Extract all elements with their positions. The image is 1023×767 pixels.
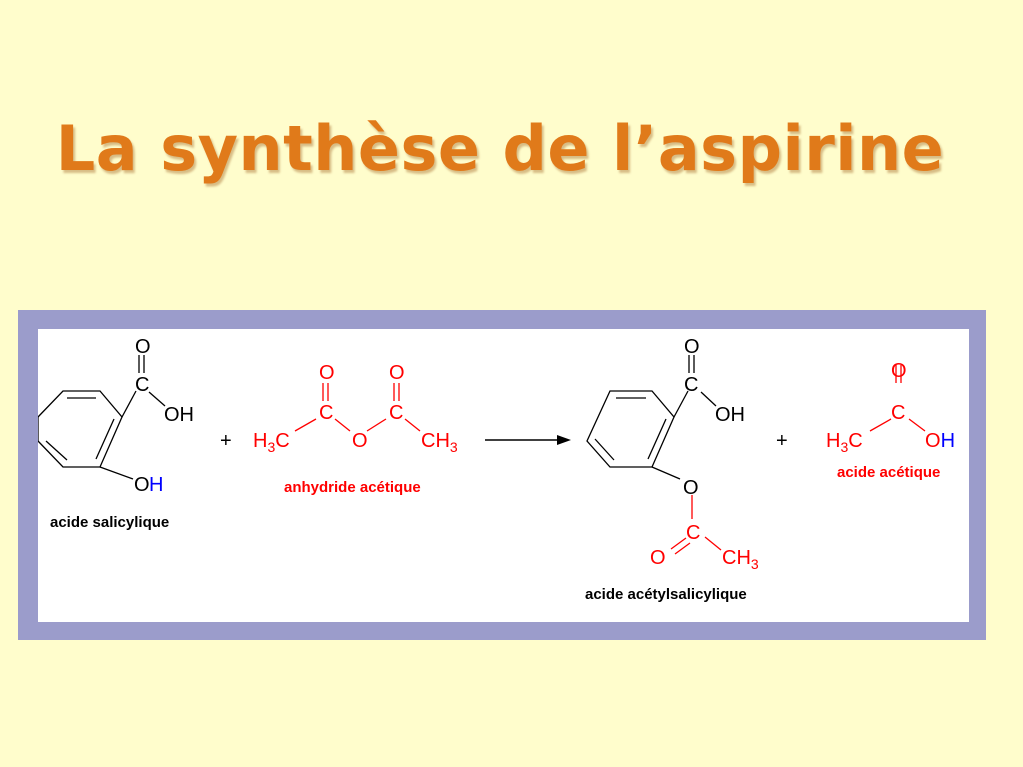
- salicylic-labels: O C OH O H acide salicylique: [50, 336, 194, 531]
- acetic-c: C: [891, 402, 905, 424]
- anhydride-o2: O: [389, 362, 405, 384]
- acetic-anhydride: [294, 383, 421, 432]
- anhydride-h3c-3: 3: [267, 439, 275, 455]
- acetic-h3c-h: H: [826, 430, 840, 452]
- acetic-h3c: H3C: [826, 430, 863, 455]
- aspirin-labels: O C OH O C O CH3 acide acétylsalicylique: [585, 336, 759, 603]
- salicylic-c: C: [135, 374, 149, 396]
- anhydride-c2: C: [389, 402, 403, 424]
- aspirin-ch3: CH3: [722, 547, 759, 572]
- salicylic-acid: [38, 355, 166, 480]
- acetylsalicylic-acid: [586, 355, 717, 480]
- reaction-panel: O C OH O H acide salicylique + H3C O C O…: [38, 329, 969, 622]
- acetic-acid: [869, 365, 926, 432]
- acetic-h3c-c: C: [848, 430, 862, 452]
- acetyl-bonds: [670, 495, 722, 555]
- anhydride-o-bridge: O: [352, 430, 368, 452]
- anhydride-o1: O: [319, 362, 335, 384]
- anhydride-ch3: CH3: [421, 430, 458, 455]
- salicylic-name: acide salicylique: [50, 514, 169, 531]
- acetic-name: acide acétique: [837, 464, 940, 481]
- anhydride-ch3-c: CH: [421, 430, 450, 452]
- anhydride-c1: C: [319, 402, 333, 424]
- acetic-h3c-3: 3: [840, 439, 848, 455]
- aspirin-acetyl-c: C: [686, 522, 700, 544]
- aspirin-ch3-c: CH: [722, 547, 751, 569]
- salicylic-oh-acid: OH: [164, 404, 194, 426]
- aspirin-ester-o: O: [683, 477, 699, 499]
- aspirin-oh-acid: OH: [715, 404, 745, 426]
- plus-sign-2: +: [776, 430, 788, 452]
- salicylic-phenol-h: H: [149, 474, 163, 496]
- aspirin-acetyl-o: O: [650, 547, 666, 569]
- reaction-arrow: [485, 435, 571, 445]
- aspirin-o-top: O: [684, 336, 700, 358]
- acetic-labels: O C H3C OH acide acétique: [826, 360, 955, 481]
- anhydride-name: anhydride acétique: [284, 479, 421, 496]
- acetic-o: O: [925, 430, 941, 452]
- anhydride-labels: H3C O C O O C CH3 anhydride acétique: [253, 362, 458, 496]
- anhydride-ch3-3: 3: [450, 439, 458, 455]
- slide-title: La synthèse de l’aspirine: [55, 112, 945, 185]
- plus-sign-1: +: [220, 430, 232, 452]
- anhydride-h3c: H3C: [253, 430, 290, 455]
- aspirin-ch3-3: 3: [751, 556, 759, 572]
- anhydride-h3c-c: C: [275, 430, 289, 452]
- anhydride-h3c-h: H: [253, 430, 267, 452]
- acetic-oh: OH: [925, 430, 955, 452]
- acetic-o-top: O: [891, 360, 907, 382]
- acetic-h: H: [941, 430, 955, 452]
- reaction-scheme: O C OH O H acide salicylique + H3C O C O…: [38, 336, 955, 603]
- salicylic-o-top: O: [135, 336, 151, 358]
- aspirin-c: C: [684, 374, 698, 396]
- salicylic-phenol-o: O: [134, 474, 150, 496]
- aspirin-name: acide acétylsalicylique: [585, 586, 747, 603]
